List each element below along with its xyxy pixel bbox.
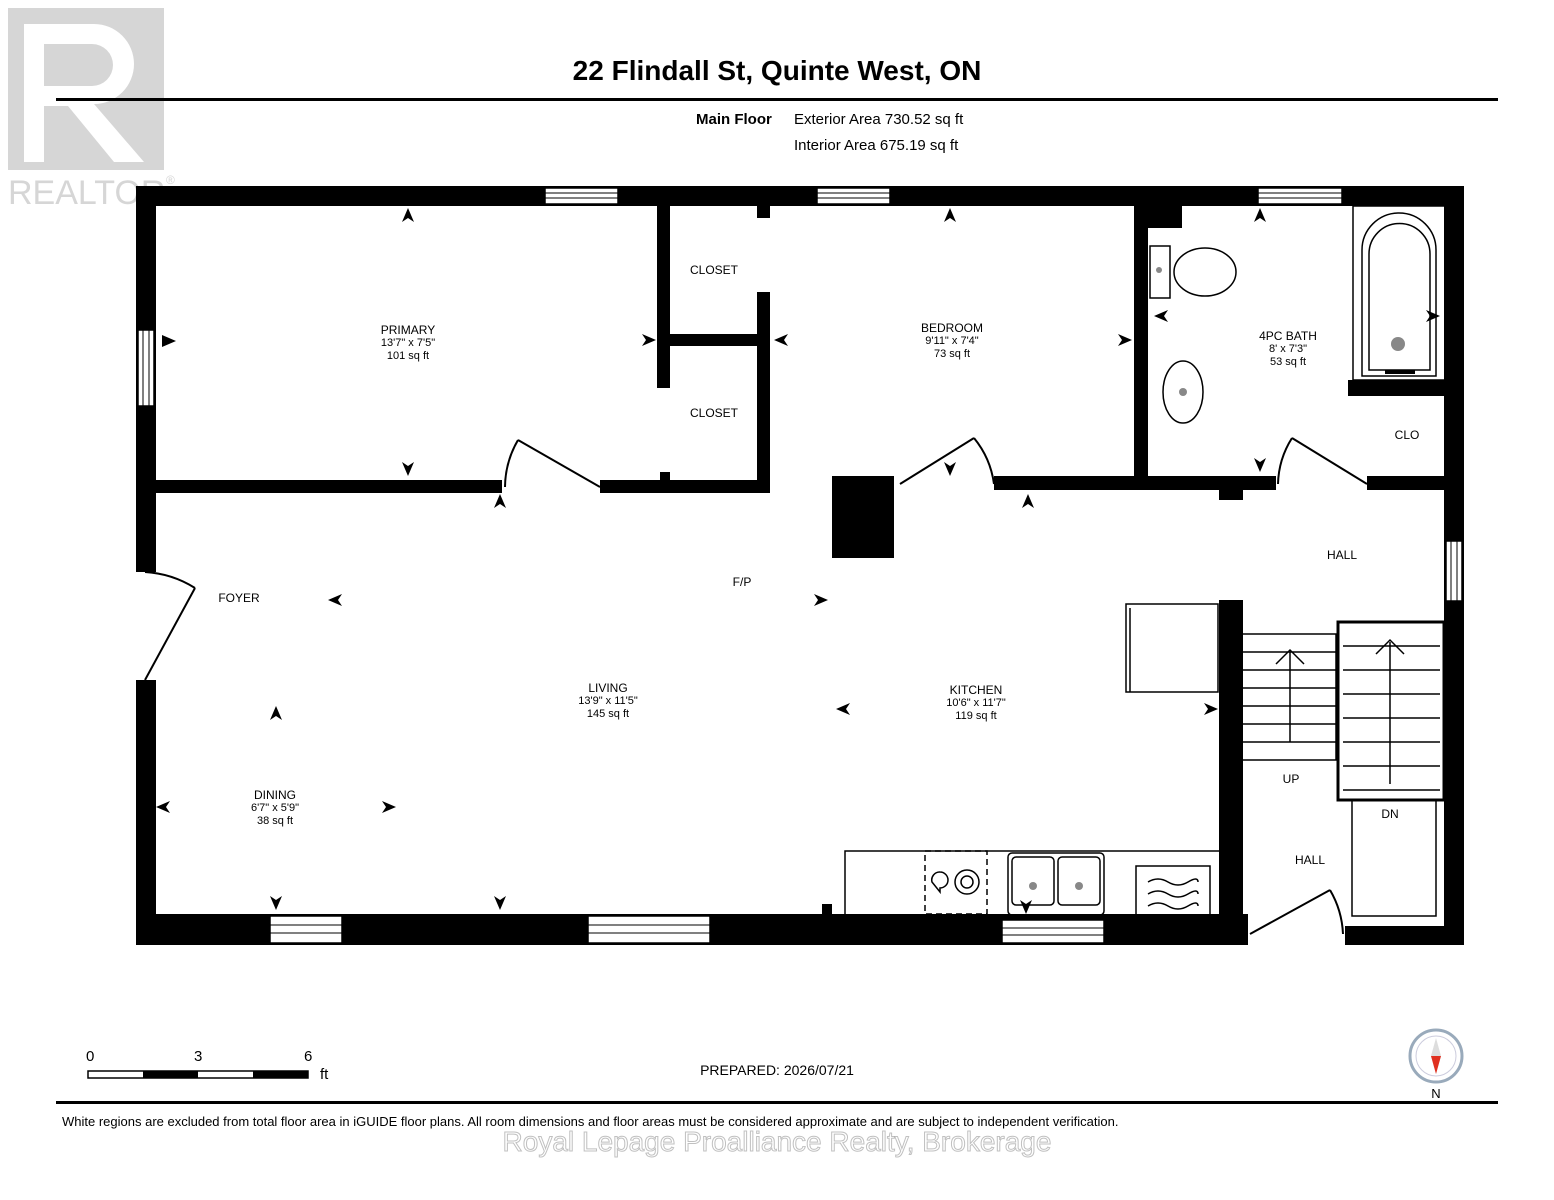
bedroom-name: BEDROOM [921, 321, 983, 335]
closet-label-2: CLOSET [690, 406, 739, 420]
window-lines [142, 192, 1458, 936]
bath-dims: 8' x 7'3" [1269, 343, 1307, 355]
bedroom-area: 73 sq ft [934, 348, 970, 360]
doors [144, 437, 1368, 935]
prepared-date: PREPARED: 2026/07/21 [700, 1062, 854, 1078]
stairs-down-label: DN [1381, 807, 1398, 821]
scale-tick-6: 6 [304, 1048, 313, 1065]
bath-area: 53 sq ft [1270, 356, 1306, 368]
scale-tick-3: 3 [194, 1048, 203, 1065]
bottom-divider [56, 1101, 1498, 1104]
scale-tick-0: 0 [86, 1048, 95, 1065]
page-title: 22 Flindall St, Quinte West, ON [572, 55, 982, 86]
svg-text:®: ® [166, 173, 175, 187]
kitchen-area: 119 sq ft [955, 710, 996, 722]
stairs [1243, 620, 1446, 917]
bath-details [1156, 267, 1415, 396]
living-name: LIVING [588, 681, 627, 695]
disclaimer-text: White regions are excluded from total fl… [62, 1114, 1119, 1129]
living-dims: 13'9" x 11'5" [578, 695, 638, 707]
dining-name: DINING [254, 788, 296, 802]
exterior-area: Exterior Area 730.52 sq ft [794, 111, 964, 128]
brokerage-watermark: Royal Lepage Proalliance Realty, Brokera… [502, 1126, 1052, 1158]
floor-label: Main Floor [696, 111, 772, 128]
clo-label: CLO [1395, 428, 1420, 442]
kitchen-fixtures [844, 603, 1219, 917]
hall-label-2: HALL [1295, 853, 1325, 867]
dining-area: 38 sq ft [257, 815, 293, 827]
interior-area: Interior Area 675.19 sq ft [794, 137, 959, 154]
sink-drains [1029, 882, 1083, 890]
bath-fixtures [1149, 205, 1446, 424]
direction-markers [156, 208, 1440, 914]
room-labels: PRIMARY 13'7" x 7'5" 101 sq ft BEDROOM 9… [218, 263, 1419, 867]
kitchen-dims: 10'6" x 11'7" [946, 697, 1006, 709]
living-area: 145 sq ft [587, 708, 629, 720]
stairs-up-label: UP [1283, 772, 1300, 786]
bath-name: 4PC BATH [1259, 329, 1317, 343]
bedroom-dims: 9'11" x 7'4" [925, 335, 978, 347]
windows [137, 187, 1463, 944]
compass-icon: N [1408, 1028, 1464, 1101]
primary-dims: 13'7" x 7'5" [381, 337, 435, 349]
realtor-logo: REALTOR ® [8, 8, 175, 212]
dining-dims: 6'7" x 5'9" [251, 802, 299, 814]
scale-bar [87, 1070, 309, 1079]
top-divider [56, 98, 1498, 101]
closet-label-1: CLOSET [690, 263, 739, 277]
primary-area: 101 sq ft [387, 350, 429, 362]
primary-name: PRIMARY [381, 323, 435, 337]
fireplace-label: F/P [733, 575, 752, 589]
kitchen-name: KITCHEN [950, 683, 1003, 697]
foyer-label: FOYER [218, 591, 260, 605]
scale-unit: ft [320, 1066, 329, 1083]
walls [136, 186, 1464, 945]
compass-north-label: N [1431, 1086, 1440, 1101]
hall-label-1: HALL [1327, 548, 1357, 562]
